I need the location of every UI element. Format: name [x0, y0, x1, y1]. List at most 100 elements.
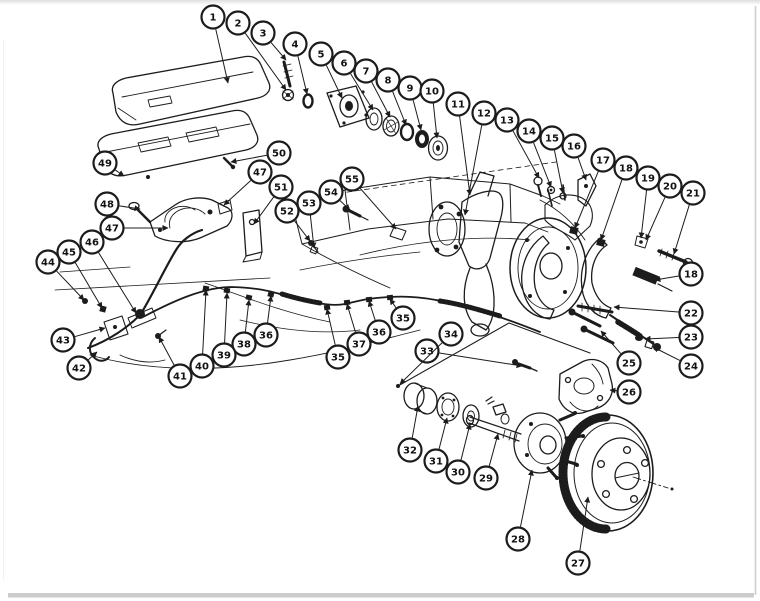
callout-number: 53 [302, 199, 316, 210]
callout-leader [613, 304, 679, 313]
callout-14: 14 [516, 118, 552, 188]
page-frame-bottom [8, 593, 754, 598]
callout-leader [519, 469, 534, 527]
callout-number: 26 [622, 388, 636, 399]
callout-24: 24 [652, 346, 704, 379]
callout-38: 38 [231, 299, 257, 357]
callout-number: 46 [85, 238, 99, 249]
callout-circle [473, 465, 499, 491]
callout-leader [202, 289, 209, 354]
callout-13: 13 [494, 107, 540, 179]
callout-number: 40 [195, 362, 209, 373]
callout-leader [223, 180, 252, 206]
callout-leader [463, 125, 483, 216]
callout-leader [158, 336, 175, 366]
callout-18: 18 [654, 261, 704, 287]
callout-circle [268, 174, 294, 200]
callout-leader [297, 56, 309, 95]
callout-leader [345, 303, 356, 333]
callout-circle [494, 107, 520, 133]
callout-circle [339, 166, 365, 192]
callout-leader [244, 32, 287, 91]
callout-leader [115, 169, 125, 177]
callout-32: 32 [397, 405, 423, 463]
callout-number: 4 [292, 40, 299, 51]
callout-34: 34 [399, 321, 464, 385]
callout-30: 30 [445, 423, 472, 485]
callout-number: 28 [511, 535, 525, 546]
callout-leader [438, 417, 449, 450]
callout-leader [652, 346, 681, 361]
callout-11: 11 [445, 91, 473, 196]
callout-41: 41 [158, 336, 193, 389]
callout-leader [654, 275, 679, 283]
callout-number: 20 [663, 182, 677, 193]
callout-number: 41 [173, 372, 187, 383]
callout-number: 33 [420, 347, 434, 358]
callout-leader [74, 326, 106, 338]
callout-leader [392, 91, 407, 126]
callout-39: 39 [211, 292, 237, 368]
callout-circle [516, 118, 542, 144]
callout-leader [119, 205, 141, 212]
callout-circle [471, 100, 497, 126]
callout-29: 29 [473, 433, 500, 491]
callout-number: 9 [407, 84, 414, 95]
callout-circle [94, 191, 120, 217]
callout-circle [318, 179, 344, 205]
callout-leader [432, 103, 440, 139]
callout-leader [223, 292, 230, 343]
cover-lower [97, 109, 259, 179]
callout-circle [308, 41, 334, 67]
callout-number: 31 [429, 457, 443, 468]
callout-circle [346, 331, 372, 357]
callout-circle [419, 78, 445, 104]
callout-number: 49 [98, 159, 112, 170]
callout-leader [230, 154, 267, 164]
callout-circle [565, 550, 591, 576]
callout-47: 47 [223, 159, 273, 206]
callout-number: 32 [403, 446, 417, 457]
callout-40: 40 [189, 289, 215, 379]
callout-leader [672, 204, 690, 255]
callout-15: 15 [539, 125, 565, 194]
callout-circle [423, 448, 449, 474]
callout-leader [294, 220, 311, 242]
callout-circle [613, 155, 639, 181]
callout-circle [200, 4, 226, 30]
line-art [54, 55, 694, 534]
callout-17: 17 [574, 147, 616, 229]
callout-23: 23 [644, 324, 704, 350]
callout-circle [366, 319, 392, 345]
callout-35: 35 [389, 298, 416, 331]
callout-number: 37 [352, 340, 366, 351]
callout-leader [645, 197, 666, 241]
callout-36: 36 [253, 295, 279, 348]
callout-leader [553, 150, 565, 194]
callout-22: 22 [613, 300, 704, 326]
callout-circle [390, 305, 416, 331]
callout-circle [50, 327, 76, 353]
callout-number: 1 [210, 13, 217, 24]
callout-circle [189, 353, 215, 379]
backing-plate [509, 194, 593, 319]
callout-48: 48 [94, 191, 141, 217]
callout-leader [512, 130, 540, 179]
callout-leader [411, 405, 420, 438]
callout-31: 31 [423, 417, 449, 474]
callout-37: 37 [345, 303, 372, 357]
page-frame-top [0, 0, 760, 5]
callout-circle [678, 353, 704, 379]
callout-number: 29 [479, 474, 493, 485]
callout-number: 11 [451, 100, 465, 111]
callout-number: 24 [684, 362, 698, 373]
callout-circle [397, 437, 423, 463]
callout-number: 5 [318, 50, 325, 61]
callout-number: 21 [686, 189, 700, 200]
callout-leader [253, 196, 275, 225]
callout-number: 42 [72, 364, 86, 375]
callout-number: 47 [253, 168, 267, 179]
callout-5: 5 [308, 41, 343, 99]
callout-leader [609, 387, 617, 394]
